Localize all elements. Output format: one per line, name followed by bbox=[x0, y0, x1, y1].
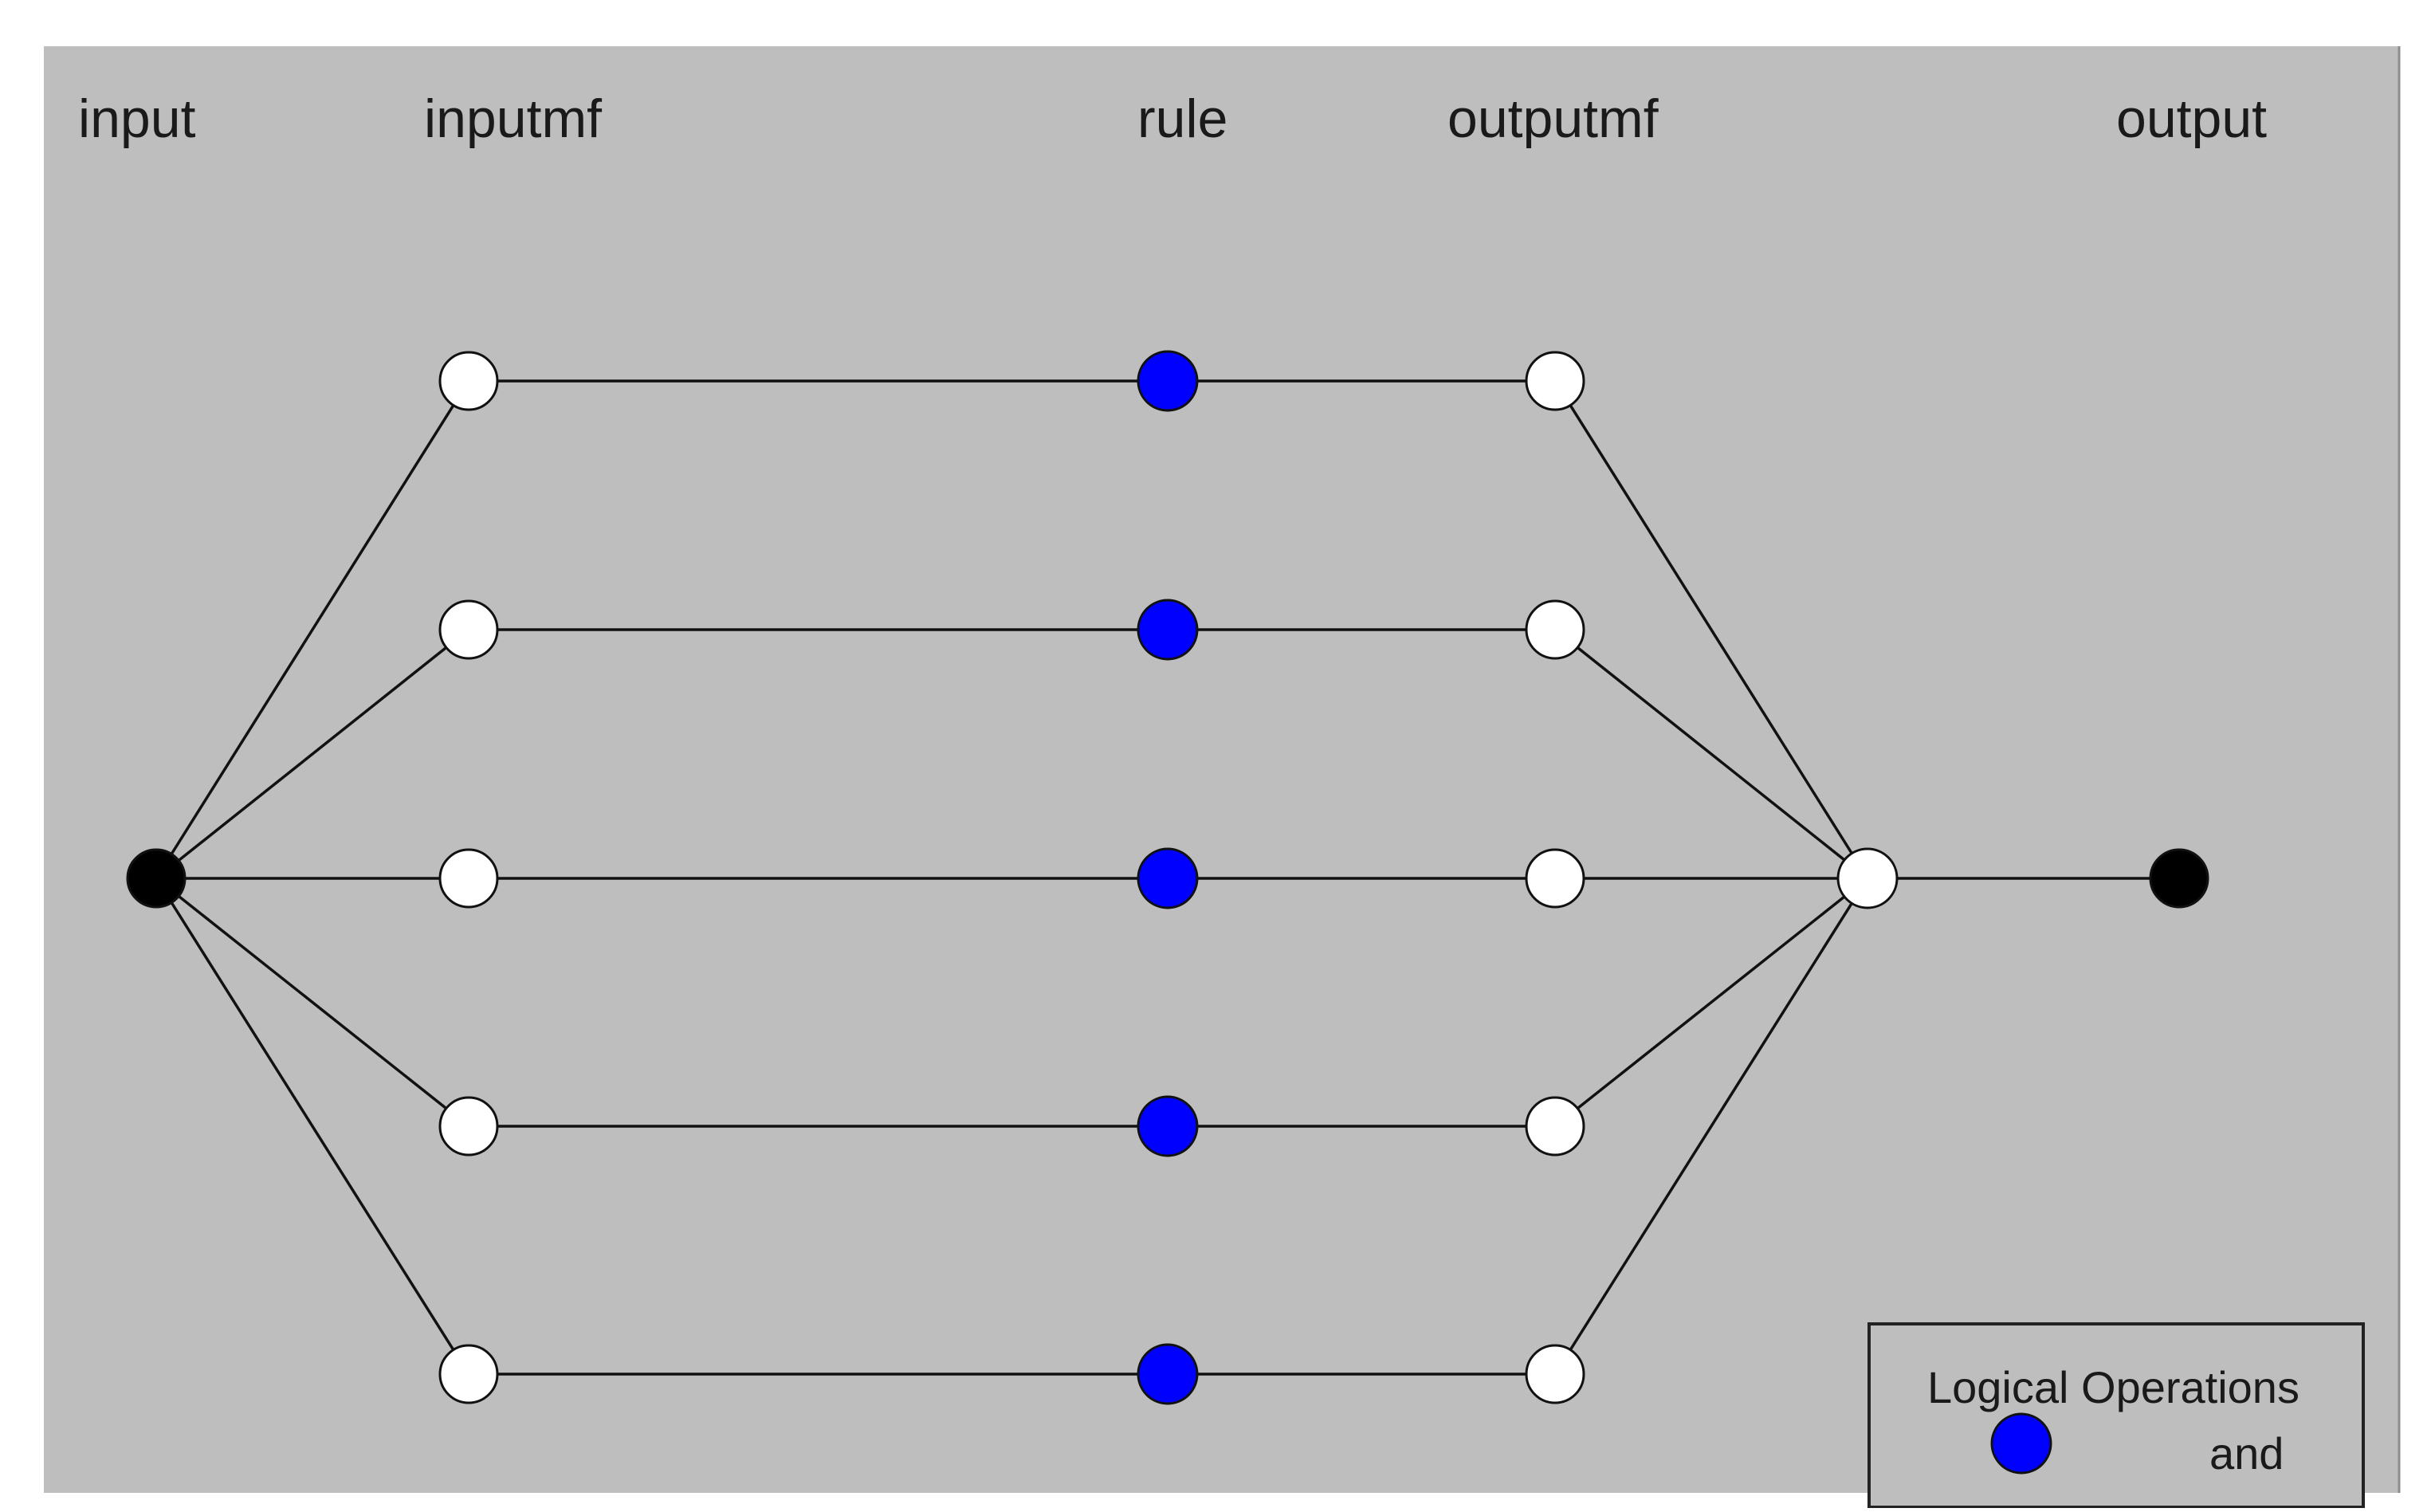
inputmf-node-5 bbox=[438, 1344, 499, 1404]
outputmf-node-5 bbox=[1525, 1344, 1585, 1404]
column-labels: input inputmf rule outputmf output bbox=[78, 88, 2267, 149]
rule-node-5 bbox=[1137, 1343, 1199, 1405]
edge-outputmf-agg-4 bbox=[1553, 877, 1869, 1128]
legend-frame bbox=[1867, 1322, 2365, 1509]
rule-node-1 bbox=[1137, 350, 1199, 412]
edge-outputmf-agg-5 bbox=[1553, 878, 1869, 1375]
output-node bbox=[2149, 848, 2209, 909]
column-label-inputmf: inputmf bbox=[424, 88, 602, 149]
outputmf-node-3 bbox=[1525, 848, 1585, 909]
inputmf-node-1 bbox=[438, 351, 499, 411]
edge-input-inputmf-4 bbox=[155, 877, 470, 1128]
outputmf-node-4 bbox=[1525, 1096, 1585, 1157]
column-label-rule: rule bbox=[1137, 88, 1227, 149]
rule-node-4 bbox=[1137, 1095, 1199, 1157]
column-label-outputmf: outputmf bbox=[1447, 88, 1659, 149]
legend-title: Logical Operations bbox=[1927, 1362, 2300, 1412]
outputmf-node-1 bbox=[1525, 351, 1585, 411]
aggregation-node bbox=[1836, 847, 1899, 909]
edge-outputmf-agg-1 bbox=[1553, 380, 1869, 879]
node-layer bbox=[126, 350, 2209, 1405]
inputmf-node-4 bbox=[438, 1096, 499, 1157]
edge-input-inputmf-2 bbox=[155, 628, 470, 880]
column-label-input: input bbox=[78, 88, 196, 149]
plot-panel bbox=[44, 46, 2399, 1493]
outputmf-node-2 bbox=[1525, 599, 1585, 660]
column-label-output: output bbox=[2116, 88, 2267, 149]
legend-rule-swatch-icon bbox=[1990, 1412, 2052, 1475]
inputmf-node-3 bbox=[438, 848, 499, 909]
rule-node-3 bbox=[1137, 847, 1199, 909]
edge-outputmf-agg-2 bbox=[1553, 628, 1869, 880]
edge-input-inputmf-5 bbox=[155, 878, 470, 1375]
edge-layer bbox=[155, 379, 2179, 1376]
legend-entry-label: and bbox=[2209, 1428, 2284, 1479]
rule-node-2 bbox=[1137, 599, 1199, 661]
inputmf-node-2 bbox=[438, 599, 499, 660]
input-node bbox=[126, 848, 187, 909]
legend-box: Logical Operations and bbox=[1867, 1322, 2365, 1509]
edge-input-inputmf-1 bbox=[155, 380, 470, 879]
